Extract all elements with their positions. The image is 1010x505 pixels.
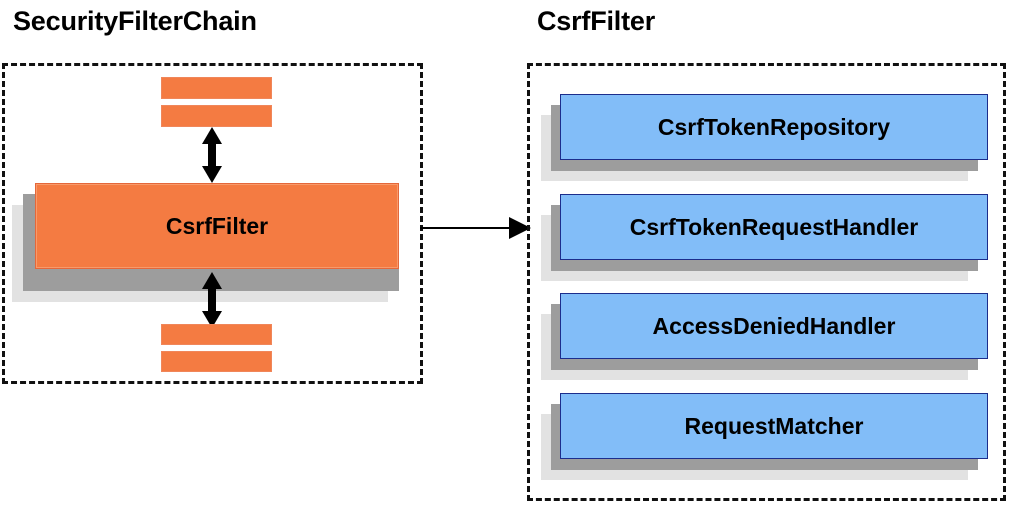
collaborator-card-csrftokenrepository[interactable]: CsrfTokenRepository bbox=[541, 94, 988, 181]
preceding-filters-connector bbox=[201, 127, 223, 188]
collaborator-card-label: CsrfTokenRepository bbox=[657, 113, 891, 140]
collaborator-card-label: RequestMatcher bbox=[684, 412, 864, 439]
collaborator-card-label: CsrfTokenRequestHandler bbox=[629, 213, 919, 240]
collaborator-card-face: AccessDeniedHandler bbox=[560, 293, 988, 359]
securityfilterchain-container bbox=[2, 63, 423, 384]
page-title-securityfilterchain: SecurityFilterChain bbox=[13, 6, 257, 36]
filter-stripe-following-2 bbox=[161, 351, 272, 372]
collaborator-card-face: CsrfTokenRepository bbox=[560, 94, 988, 160]
csrffilter-container bbox=[527, 63, 1006, 501]
collaborator-card-label: AccessDeniedHandler bbox=[652, 312, 896, 339]
csrffilter-card-face: CsrfFilter bbox=[35, 183, 399, 269]
following-filters-connector bbox=[201, 272, 223, 333]
expands-to-arrow bbox=[420, 215, 532, 246]
collaborator-card-face: CsrfTokenRequestHandler bbox=[560, 194, 988, 260]
page-title-csrffilter: CsrfFilter bbox=[537, 6, 656, 36]
collaborator-card-requestmatcher[interactable]: RequestMatcher bbox=[541, 393, 988, 480]
collaborator-card-csrftokenrequesthandler[interactable]: CsrfTokenRequestHandler bbox=[541, 194, 988, 281]
filter-stripe-following-1 bbox=[161, 324, 272, 345]
filter-stripe-preceding-2 bbox=[161, 105, 272, 127]
collaborator-card-face: RequestMatcher bbox=[560, 393, 988, 459]
collaborator-card-accessdeniedhandler[interactable]: AccessDeniedHandler bbox=[541, 293, 988, 380]
csrffilter-card-label: CsrfFilter bbox=[165, 212, 269, 239]
filter-stripe-preceding-1 bbox=[161, 77, 272, 99]
